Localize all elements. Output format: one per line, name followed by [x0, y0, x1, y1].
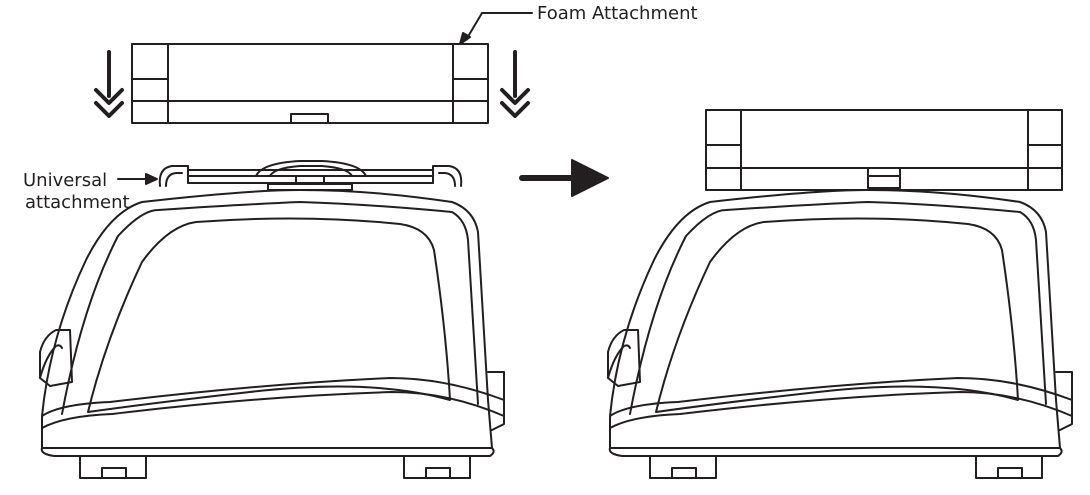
universal-attachment-label: Universal	[23, 170, 108, 191]
foam-attachment-label: Foam Attachment	[537, 3, 698, 24]
down-arrow-icon	[500, 50, 530, 118]
universal-attachment-icon	[158, 160, 463, 191]
right-arrow-icon	[519, 159, 609, 197]
down-arrow-icon	[94, 50, 124, 118]
vortex-mixer-icon	[39, 189, 505, 479]
universal-attachment-label-line2: attachment	[25, 192, 130, 213]
universal-leader-line	[117, 173, 158, 185]
foam-attachment-icon	[705, 109, 1063, 191]
foam-attachment-icon	[131, 43, 489, 124]
vortex-mixer-icon	[607, 189, 1073, 479]
foam-leader-line	[459, 12, 533, 45]
